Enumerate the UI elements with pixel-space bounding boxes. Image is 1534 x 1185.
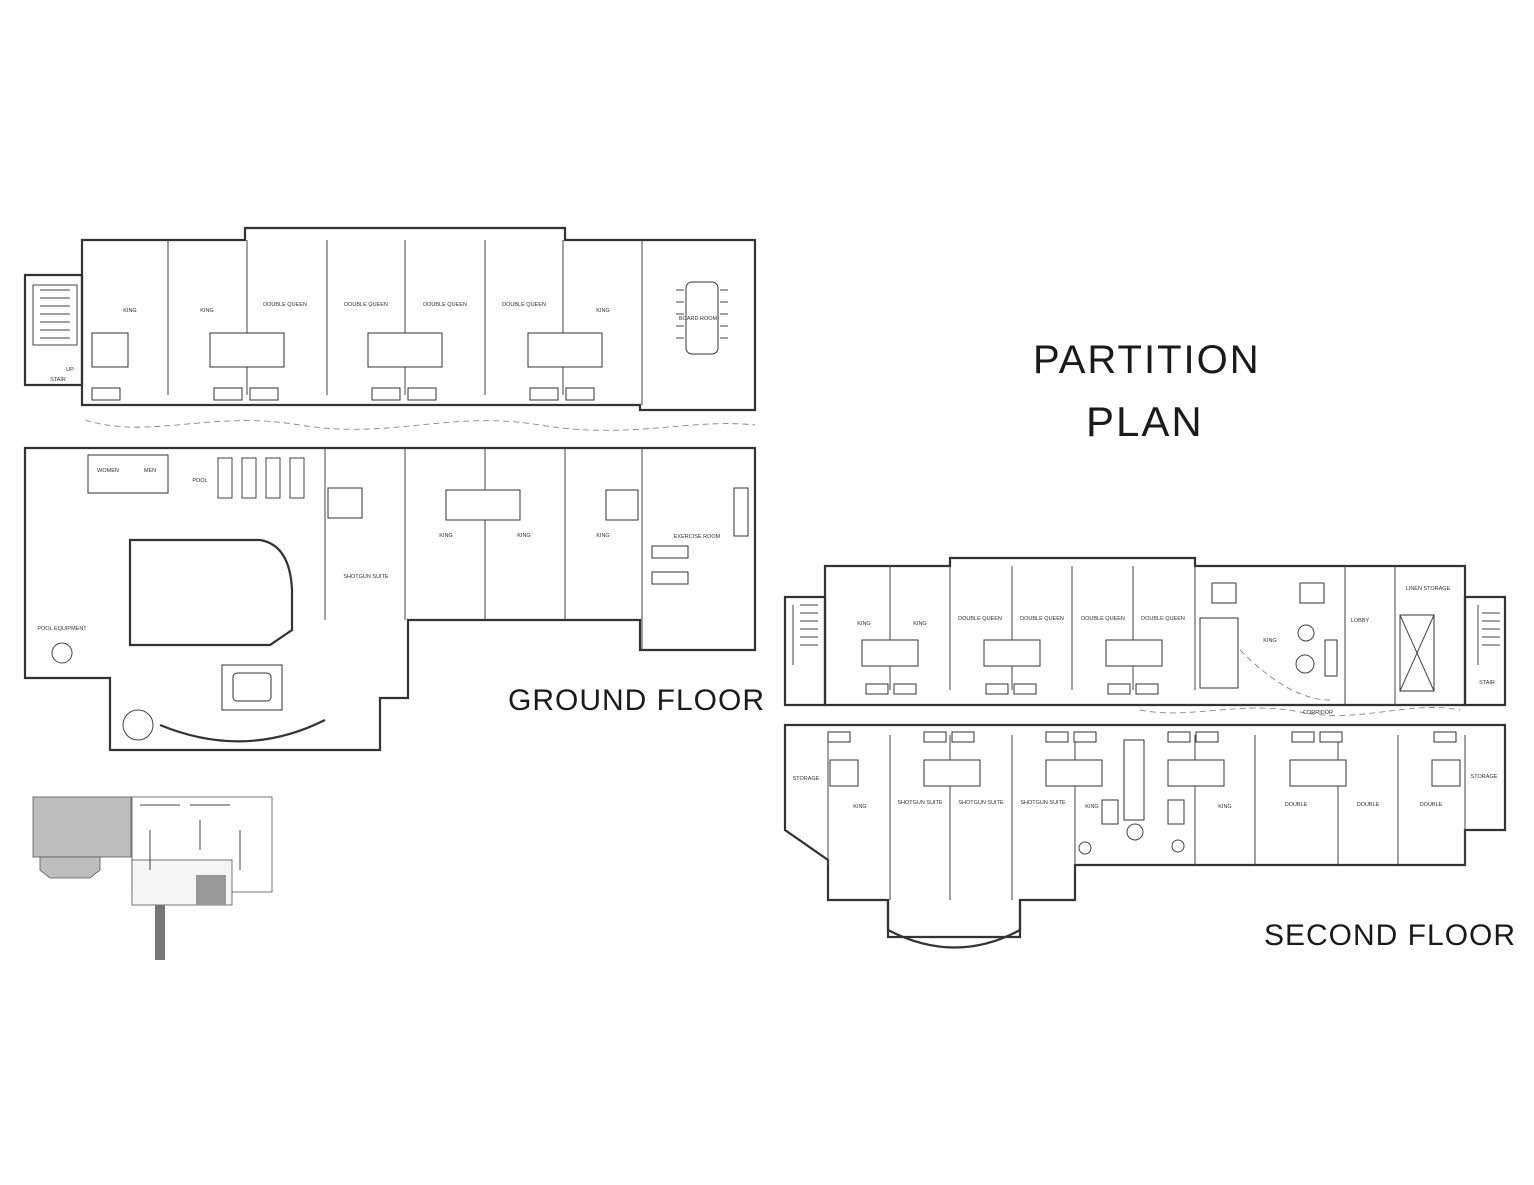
board-room-table (676, 281, 728, 355)
exercise-room-label: EXERCISE ROOM (674, 534, 721, 540)
lobby-label: LOBBY (1351, 618, 1370, 624)
shotgun-suite-label: SHOTGUN SUITE (343, 574, 389, 580)
linen-storage-label: LINEN STORAGE (1406, 586, 1451, 592)
second-bottom-room-10: DOUBLE (1420, 802, 1443, 808)
ground-top-room-2: KING (200, 308, 213, 314)
second-top-room-6: DOUBLE QUEEN (1141, 616, 1185, 622)
ground-floor-label: GROUND FLOOR (508, 684, 766, 717)
ground-top-room-3: DOUBLE QUEEN (263, 302, 307, 308)
second-top-room-3: DOUBLE QUEEN (958, 616, 1002, 622)
second-bottom-room-9: DOUBLE (1357, 802, 1380, 808)
second-bottom-room-5: SHOTGUN SUITE (1020, 800, 1066, 806)
title-line-1: PARTITION (1033, 338, 1261, 382)
second-bottom-room-8: DOUBLE (1285, 802, 1308, 808)
ground-top-room-4: DOUBLE QUEEN (344, 302, 388, 308)
ground-top-room-5: DOUBLE QUEEN (423, 302, 467, 308)
ground-bottom-room-1: KING (439, 533, 452, 539)
pool-equipment-label: POOL EQUIPMENT (37, 626, 87, 632)
men-label: MEN (144, 468, 156, 474)
second-bottom-room-6: KING (1085, 804, 1098, 810)
second-top-room-2: KING (913, 621, 926, 627)
second-stair-label: STAIR (1479, 680, 1495, 686)
king-suite-label: KING (1263, 638, 1276, 644)
board-room-label: BOARD ROOM (679, 316, 718, 322)
second-top-room-4: DOUBLE QUEEN (1020, 616, 1064, 622)
ground-stair: STAIR UP (32, 284, 78, 383)
ground-top-room-1: KING (123, 308, 136, 314)
second-top-room-1: KING (857, 621, 870, 627)
ground-top-bathrooms (91, 332, 603, 401)
pool-label: POOL (192, 478, 207, 484)
pool-outline (128, 538, 294, 647)
ground-stair-label: STAIR (50, 377, 66, 383)
ground-bottom-room-3: KING (596, 533, 609, 539)
second-bottom-room-11: STORAGE (1471, 774, 1498, 780)
ground-top-room-6: DOUBLE QUEEN (502, 302, 546, 308)
women-label: WOMEN (97, 468, 119, 474)
second-top-room-5: DOUBLE QUEEN (1081, 616, 1125, 622)
second-bottom-room-1: STORAGE (793, 776, 820, 782)
second-bottom-room-2: KING (853, 804, 866, 810)
ground-top-room-7: KING (596, 308, 609, 314)
ground-stair-up-label: UP (66, 367, 74, 373)
second-bottom-room-7: KING (1218, 804, 1231, 810)
title-line-2: PLAN (1086, 398, 1204, 445)
second-bottom-room-3: SHOTGUN SUITE (897, 800, 943, 806)
second-bottom-room-4: SHOTGUN SUITE (958, 800, 1004, 806)
corridor-label: CORRIDOR (1303, 710, 1333, 716)
second-floor-label: SECOND FLOOR (1264, 919, 1517, 952)
ground-bottom-room-2: KING (517, 533, 530, 539)
